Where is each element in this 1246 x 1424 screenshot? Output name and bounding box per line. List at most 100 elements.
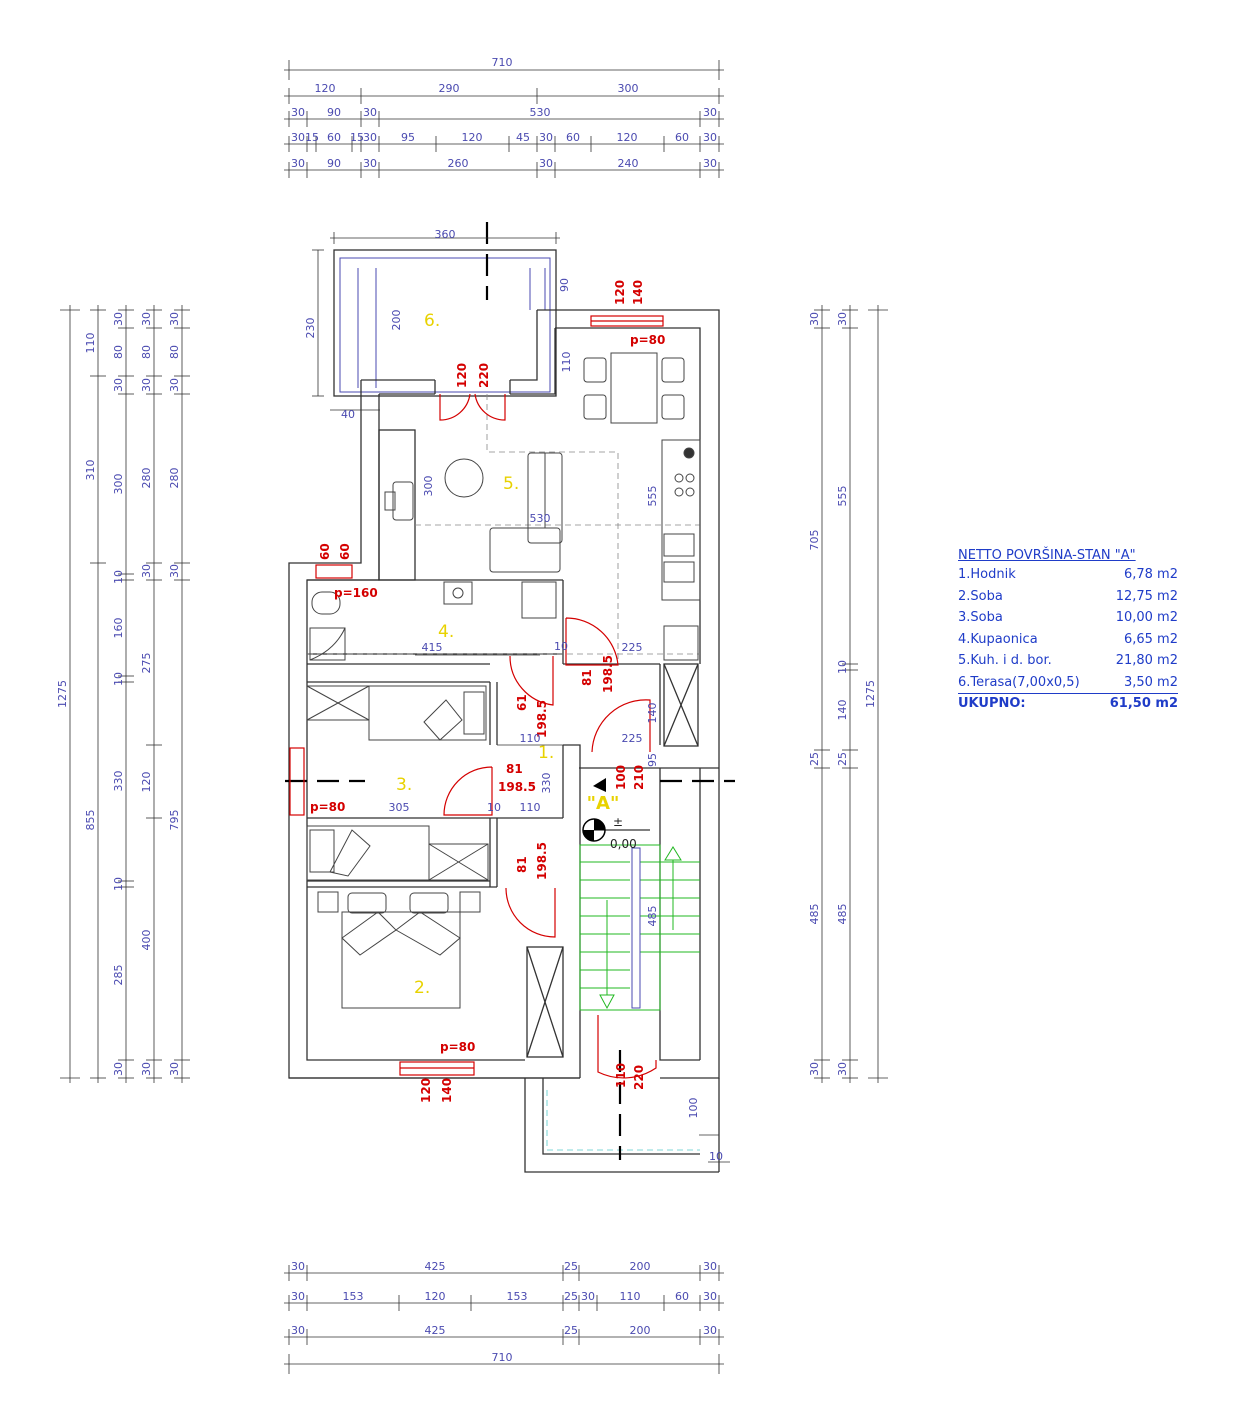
staircase	[579, 844, 700, 1011]
dim-kitchen-w: 530	[530, 512, 551, 525]
dim-hall-w2: 225	[622, 732, 643, 745]
edoor-100: 100	[614, 765, 628, 790]
level-symbol: ±	[613, 815, 623, 829]
legend-row: 3.Soba 10,00 m2	[958, 608, 1178, 630]
xdoor-220: 220	[632, 1065, 646, 1090]
dim-left-c3-7: 10	[112, 672, 125, 686]
legend-row: 1.Hodnik 6,78 m2	[958, 565, 1178, 587]
bdoor-61: 61	[515, 694, 529, 711]
room-labels: 1. 2. 3. 4. 5. 6.	[396, 311, 554, 998]
dim-left-c2-3: 855	[84, 810, 97, 831]
r2door-1985: 198.5	[535, 842, 549, 880]
legend-room-name: 2.Soba	[958, 588, 1003, 604]
dim-bot-r2-2: 153	[343, 1290, 364, 1303]
left-dimension-texts: 1275 110 310 855 30 80 30 300 10 160 10 …	[56, 312, 181, 1076]
dim-top-r3-4: 530	[530, 106, 551, 119]
dim-left-c3-9: 10	[112, 877, 125, 891]
dim-top-r4-9: 30	[539, 131, 553, 144]
r2win-140: 140	[440, 1078, 454, 1103]
double-bed	[341, 911, 461, 1009]
dim-left-c4-3: 30	[140, 378, 153, 392]
dim-top-r4-12: 60	[675, 131, 689, 144]
terrace-outline	[333, 249, 557, 397]
dim-top-r4-4: 15	[350, 131, 364, 144]
dim-bot-r3-1: 30	[291, 1324, 305, 1337]
dim-terrace-side: 90	[558, 278, 571, 292]
dim-left-c5-7: 30	[168, 1062, 181, 1076]
legend-row: 4.Kupaonica 6,65 m2	[958, 630, 1178, 652]
dim-top-r5-5: 30	[539, 157, 553, 170]
dim-left-c3-11: 30	[112, 1062, 125, 1076]
dim-bottom-100: 100	[687, 1098, 700, 1119]
dim-right-c2-1: 30	[836, 312, 849, 326]
dim-bot-r3-2: 425	[425, 1324, 446, 1337]
kitchen-counter	[661, 439, 701, 601]
dim-left-c5-3: 30	[168, 378, 181, 392]
dim-left-c4-6: 275	[140, 653, 153, 674]
dim-kitchen-dining: 110	[560, 352, 573, 373]
dim-bot-r3-5: 30	[703, 1324, 717, 1337]
dim-right-c2-6: 485	[836, 904, 849, 925]
top-dimension-chains	[284, 60, 724, 178]
legend-total-area: 61,50 m2	[1109, 696, 1178, 711]
dim-left-c3-4: 300	[112, 474, 125, 495]
dim-room3-w: 305	[389, 801, 410, 814]
dim-hall-w: 225	[622, 641, 643, 654]
dim-bath-w: 415	[422, 641, 443, 654]
bed-room3	[368, 685, 487, 741]
dim-room3-w2: 110	[520, 801, 541, 814]
dim-terrace-wall: 40	[341, 408, 355, 421]
dim-top-r4-13: 30	[703, 131, 717, 144]
dim-bot-r1-3: 25	[564, 1260, 578, 1273]
r3door-1985: 198.5	[498, 780, 536, 794]
dim-left-c3-1: 30	[112, 312, 125, 326]
dim-bot-overall: 710	[492, 1351, 513, 1364]
dim-top-r4-5: 30	[363, 131, 377, 144]
legend-room-name: 1.Hodnik	[958, 567, 1016, 582]
dim-top-r5-2: 90	[327, 157, 341, 170]
dim-top-r3-2: 90	[327, 106, 341, 119]
right-dimension-chains	[814, 305, 888, 1083]
dim-left-c3-6: 160	[112, 618, 125, 639]
dim-right-c1-2: 705	[808, 530, 821, 551]
furniture	[306, 352, 701, 1009]
dim-bot-r1-2: 425	[425, 1260, 446, 1273]
legend-total-row: UKUPNO: 61,50 m2	[958, 694, 1178, 716]
room-2-label: 2.	[414, 978, 430, 998]
section-label: "A"	[587, 793, 620, 814]
dim-top-r5-3: 30	[363, 157, 377, 170]
dim-left-c5-1: 30	[168, 312, 181, 326]
bwin-60b: 60	[338, 543, 352, 560]
guide-lines	[307, 394, 700, 1151]
dim-bot-r3-4: 200	[630, 1324, 651, 1337]
dim-right-c1-1: 30	[808, 312, 821, 326]
dim-terrace-h: 230	[304, 318, 317, 339]
dim-top-r2-2: 290	[439, 82, 460, 95]
dim-bot-r2-6: 30	[581, 1290, 595, 1303]
dim-hall-w3: 110	[520, 732, 541, 745]
dim-left-c4-7: 120	[140, 772, 153, 793]
edoor-210: 210	[632, 765, 646, 790]
dim-left-c5-5: 30	[168, 564, 181, 578]
legend-room-area: 3,50 m2	[1123, 674, 1178, 690]
dim-left-c5-2: 80	[168, 345, 181, 359]
legend-room-area: 6,65 m2	[1123, 631, 1178, 647]
dim-hall-right2: 95	[646, 753, 659, 767]
legend-row: 5.Kuh. i d. bor. 21,80 m2	[958, 651, 1178, 673]
terrace-railing	[339, 257, 551, 393]
legend-room-name: 4.Kupaonica	[958, 631, 1038, 647]
bottom-dimension-texts: 30 425 25 200 30 30 153 120 153 25 30 11…	[291, 1260, 717, 1364]
dim-top-r2-1: 120	[315, 82, 336, 95]
dim-top-r4-3: 60	[327, 131, 341, 144]
dim-bot-r2-4: 153	[507, 1290, 528, 1303]
dim-left-c1-1: 1275	[56, 680, 69, 708]
level-marker: ± 0,00 "A"	[582, 778, 650, 851]
r2win-120: 120	[419, 1078, 433, 1103]
toilet	[311, 591, 341, 615]
xdoor-110: 110	[614, 1063, 628, 1088]
shower	[309, 627, 346, 661]
legend-total-label: UKUPNO:	[958, 696, 1026, 711]
dim-right-c1-5: 30	[808, 1062, 821, 1076]
room-5-label: 5.	[503, 474, 519, 494]
